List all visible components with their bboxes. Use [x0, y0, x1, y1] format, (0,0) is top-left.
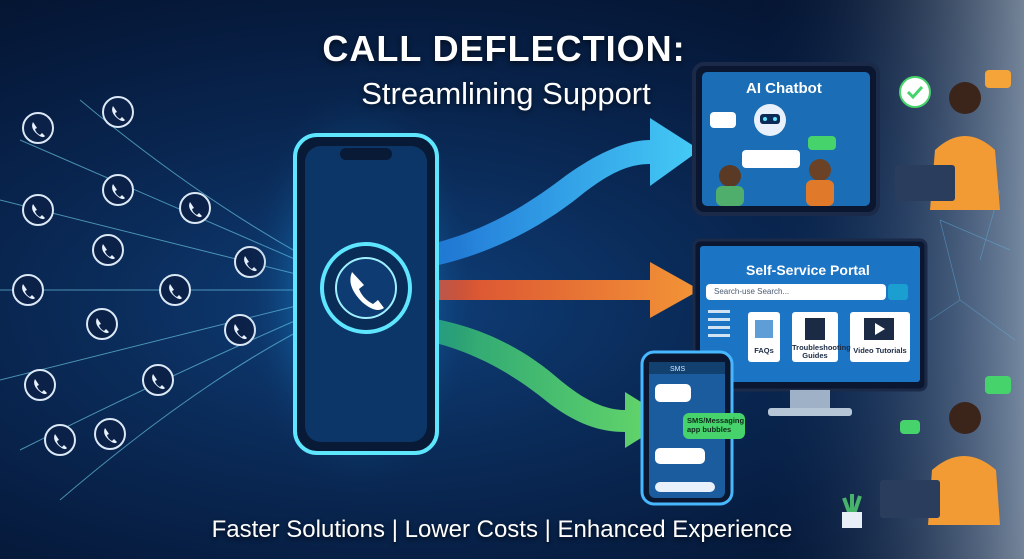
agent-bottom-head: [949, 402, 981, 434]
sms-bubble-white: [655, 384, 691, 402]
laptop-top: [895, 165, 955, 201]
page-subtitle: Streamlining Support: [361, 76, 651, 111]
checkmark-icon: [899, 76, 931, 108]
tile-troubleshooting[interactable]: Troubleshooting Guides: [792, 343, 851, 360]
agent-bottom-body: [928, 456, 1000, 525]
sms-bubble-label: SMS/Messaging app bubbles: [683, 413, 745, 439]
chat-icon-bottom-2: [900, 420, 920, 434]
arrow-to-portal: [400, 262, 700, 318]
network-lines: [929, 189, 1016, 341]
page-title: CALL DEFLECTION:: [322, 28, 686, 69]
portal-side-menu: [708, 310, 730, 337]
agent-top-head: [949, 82, 981, 114]
faq-icon: [755, 320, 773, 338]
chat-icon-top: [985, 70, 1011, 88]
incoming-call-glyphs: [22, 106, 257, 450]
phone-handset-icon: [350, 272, 384, 310]
tile-video-tutorials[interactable]: Video Tutorials: [850, 346, 910, 355]
incoming-call-icons: [12, 96, 266, 456]
tile-faqs[interactable]: FAQs: [748, 346, 780, 355]
portal-label: Self-Service Portal: [746, 262, 870, 278]
chat-icon-bottom: [985, 376, 1011, 394]
sms-header: SMS: [670, 366, 686, 373]
portal-search-button[interactable]: [888, 284, 908, 300]
tagline: Faster Solutions | Lower Costs | Enhance…: [211, 516, 793, 543]
chat-bubble-icon: [710, 112, 736, 128]
chatbot-label: AI Chatbot: [746, 80, 822, 97]
portal-search-input[interactable]: Search-use Search...: [706, 284, 886, 300]
laptop-bottom: [880, 480, 940, 518]
book-icon: [805, 318, 825, 340]
